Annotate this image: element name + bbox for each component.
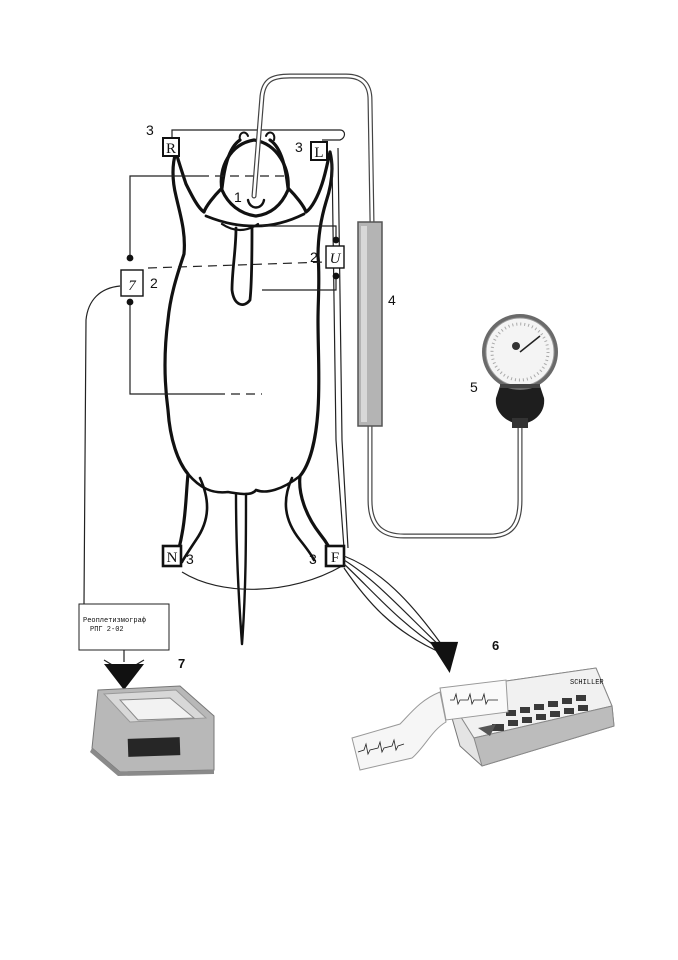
label-4: 4 [388, 292, 396, 308]
rheograph-line2: РПГ 2-02 [90, 626, 124, 634]
label-2-left: 2 [150, 275, 158, 291]
pressure-tube [251, 73, 523, 539]
label-7: 7 [178, 656, 185, 671]
sensor-u-box: U [325, 245, 345, 269]
label-5: 5 [470, 379, 478, 395]
rheograph-box: Реоплетизмограф РПГ 2-02 [78, 603, 170, 690]
electrode-r: R [162, 137, 180, 157]
ecg-brand: SCHILLER [570, 679, 604, 687]
electrode-f: F [324, 544, 346, 568]
label-3-top-left: 3 [146, 122, 154, 138]
label-2-right: 2 [310, 249, 318, 265]
svg-text:L: L [314, 145, 323, 161]
label-6: 6 [492, 638, 499, 653]
electrode-n: N [161, 544, 183, 568]
label-3-bottom-right: 3 [309, 551, 317, 567]
label-3-top-right: 3 [295, 139, 303, 155]
svg-text:7: 7 [128, 278, 137, 294]
sensor-7-box: 7 [120, 269, 144, 297]
svg-text:N: N [167, 550, 178, 566]
label-1: 1 [234, 189, 242, 205]
svg-text:F: F [331, 550, 339, 566]
label-3-bottom-left: 3 [186, 551, 194, 567]
svg-text:R: R [166, 141, 176, 157]
ecg-leads [343, 555, 459, 673]
electrode-l: L [310, 141, 328, 161]
ecg-device-icon: SCHILLER [351, 667, 615, 771]
manometer-gauge-icon [482, 314, 558, 428]
electrode-wires [83, 129, 349, 605]
syringe-cylinder [357, 221, 383, 427]
rheograph-device-icon [90, 685, 215, 776]
rheograph-line1: Реоплетизмограф [83, 617, 146, 625]
rat-body-outline [163, 131, 336, 646]
svg-text:U: U [330, 251, 342, 267]
